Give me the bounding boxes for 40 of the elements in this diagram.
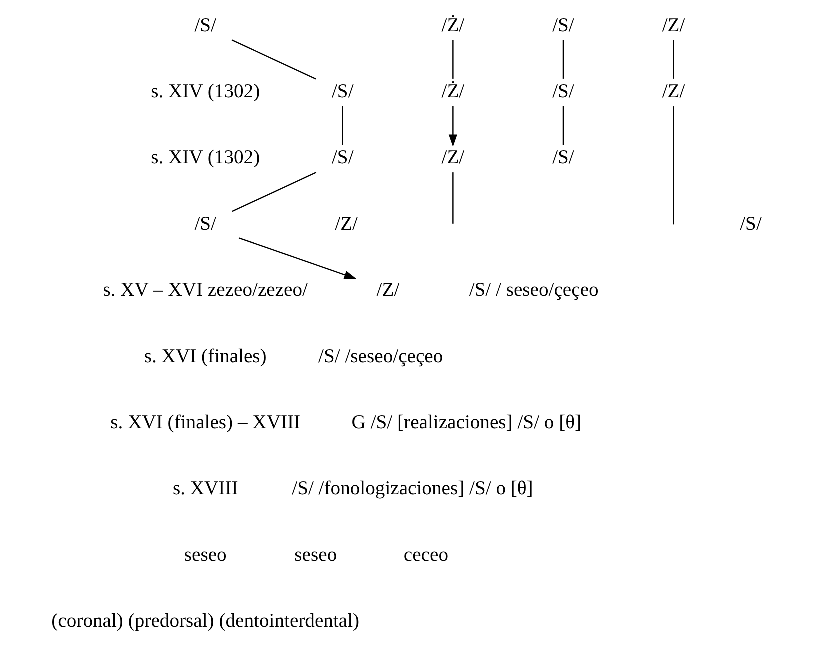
connector [231,40,316,80]
label: /S/ /seseo/çeçeo [318,346,443,368]
node-text: /Z/ [662,82,685,103]
label: G /S/ [realizaciones] /S/ o [θ] [351,412,582,434]
label: (coronal) (predorsal) (dentointerdental) [51,610,360,632]
connector [672,40,674,79]
connector [562,106,564,146]
node-text: /Z/ [662,15,685,36]
label: s. XV – XVI zezeo/zezeo/ [102,280,308,302]
node-text: /Z/ [334,214,358,235]
connector [342,106,343,146]
label: seseo [294,544,337,566]
connector [672,106,674,225]
arrow [238,238,356,280]
connector [562,40,564,79]
connector [452,172,454,224]
node-text: /S/ [194,15,216,36]
arrow [448,106,457,147]
label: s. XVIII [172,478,238,500]
label: s. XIV (1302) [150,82,260,103]
node-text: /S/ [194,214,216,235]
label: /S/ / seseo/çeçeo [468,280,598,302]
label: s. XVI (finales) – XVIII [110,412,300,434]
connector [452,40,454,79]
label: seseo [184,544,226,566]
node-text: /Ż/ [441,82,464,103]
node-text: /S/ [552,148,574,169]
connector [232,172,316,212]
node-text: /S/ [331,148,354,169]
node-text: /Ż/ [441,15,464,36]
label: /S/ /fonologizaciones] /S/ o [θ] [292,478,533,500]
node-text: /S/ [552,82,574,103]
label: ceceo [403,544,448,566]
node-text: /Z/ [376,280,400,302]
node-text: /S/ [331,82,354,103]
node-text: /S/ [740,214,762,235]
label: s. XVI (finales) [144,346,266,368]
node-text: /S/ [552,15,574,36]
node-text: /Z/ [441,148,464,169]
label: s. XIV (1302) [150,148,260,169]
